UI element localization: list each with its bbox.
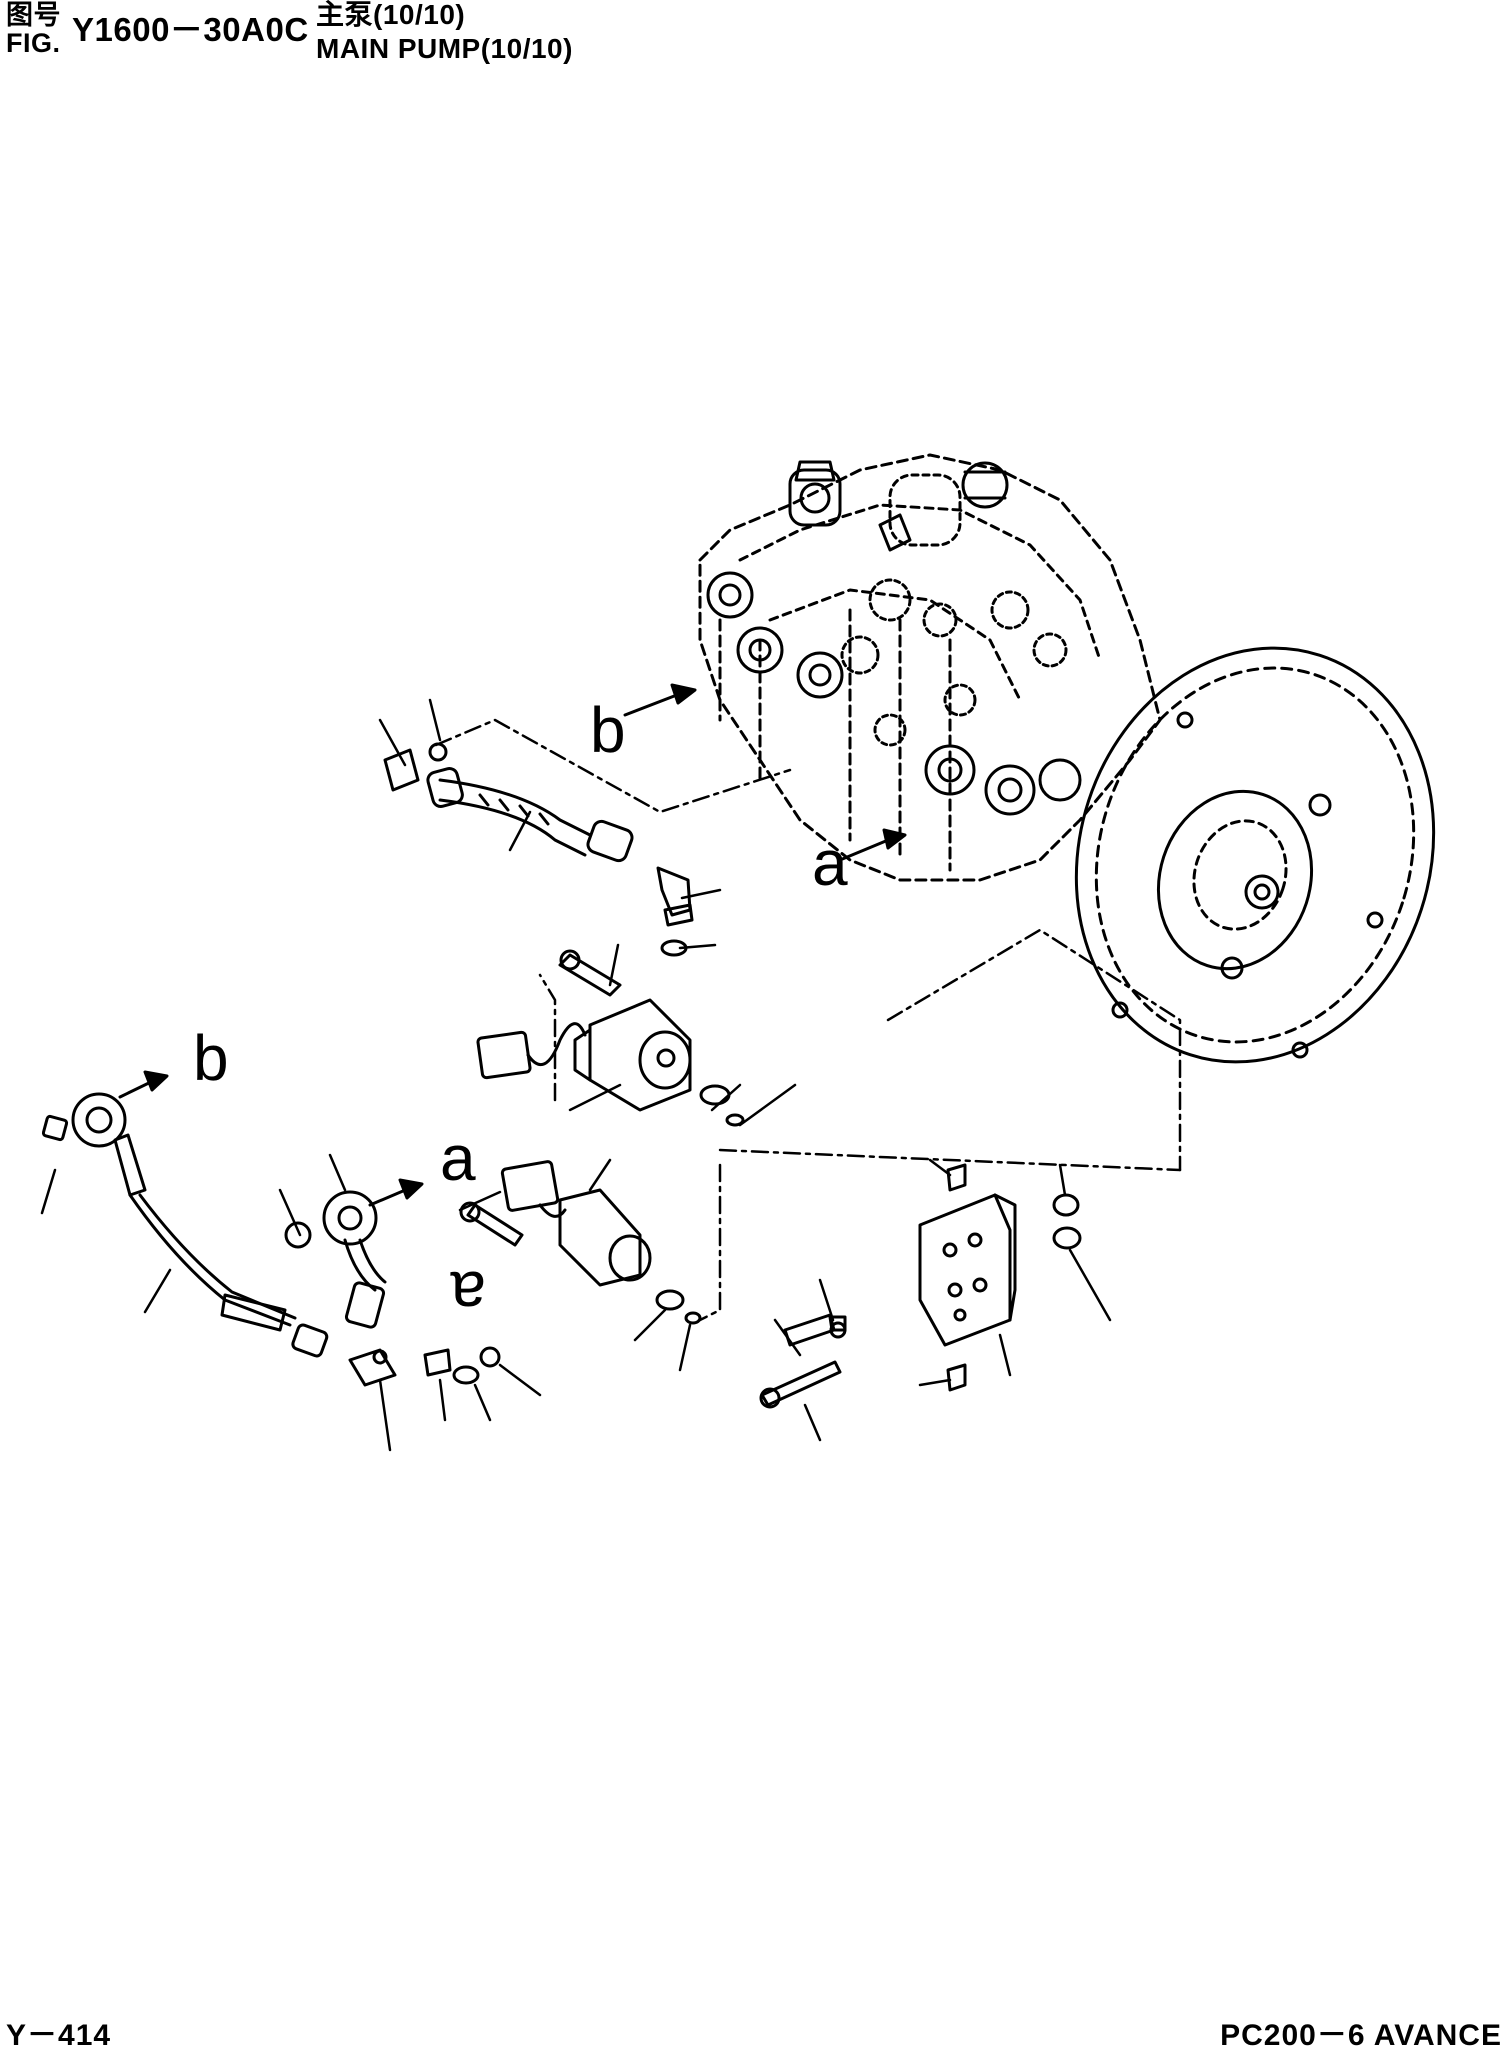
block-routing-line-2 — [718, 1148, 1182, 1172]
callout-a-mid: a — [440, 1122, 476, 1194]
block-routing-line — [886, 928, 1182, 1172]
model-label: PC200－6 AVANCE — [1220, 2019, 1502, 2052]
oring-routing-line — [698, 1163, 722, 1322]
upper-solenoid-valve — [476, 949, 745, 1127]
valve-block — [759, 1163, 1082, 1409]
callout-b-left: b — [193, 1022, 229, 1094]
figure-code: Y1600－30A0C — [72, 11, 309, 48]
callout-a-lower: a — [450, 1258, 486, 1330]
leader-lines — [40, 698, 1112, 1452]
upper-hose-assembly — [383, 742, 694, 957]
main-pump-body — [698, 453, 1162, 882]
title-cn: 主泵(10/10) — [316, 0, 466, 30]
solenoid-routing-line — [538, 973, 557, 1102]
callout-a-top: a — [812, 827, 848, 899]
lower-solenoid-valve — [459, 1160, 702, 1325]
hose-routing-line-top — [434, 718, 792, 814]
arrows — [118, 683, 907, 1207]
figure-label-cn: 图号 — [6, 0, 61, 30]
page-number: Y－414 — [6, 2019, 112, 2052]
lower-banjo-tube — [284, 1190, 387, 1329]
pump-flange-plate — [1074, 646, 1436, 1064]
left-tube-assembly — [41, 1092, 501, 1387]
title-en: MAIN PUMP(10/10) — [316, 33, 573, 64]
callout-b-top: b — [590, 694, 626, 766]
figure-label-en: FIG. — [6, 28, 61, 58]
